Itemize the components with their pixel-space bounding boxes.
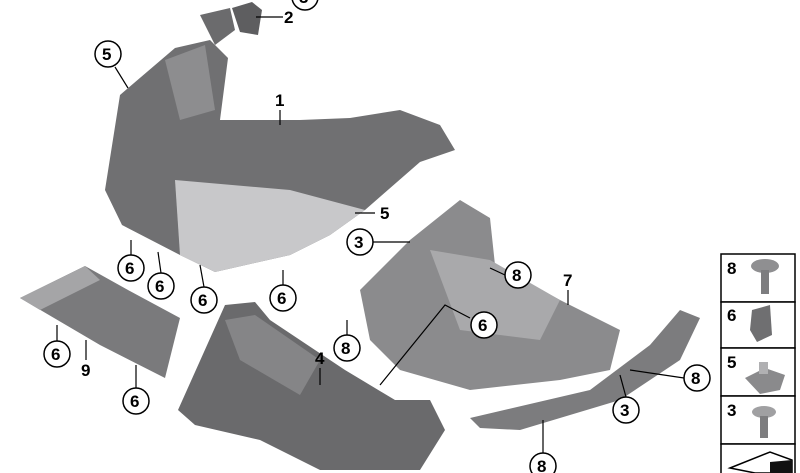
- svg-text:6: 6: [51, 345, 60, 364]
- screw-with-washer-icon: [751, 259, 779, 294]
- callout-6-c: 6: [190, 286, 218, 314]
- clip-nut-icon: [750, 305, 772, 342]
- svg-text:8: 8: [341, 339, 350, 358]
- callout-9: 9: [81, 361, 90, 380]
- callout-8-mid: 8: [504, 261, 532, 289]
- callout-3-right: 3: [612, 396, 640, 424]
- svg-text:6: 6: [277, 289, 286, 308]
- callout-5-left: 5: [94, 40, 122, 68]
- svg-text:5: 5: [102, 45, 111, 64]
- callout-6-e: 6: [43, 340, 71, 368]
- legend-box-6[interactable]: 6: [720, 301, 796, 349]
- legend-box-5[interactable]: 5: [720, 347, 796, 397]
- svg-text:3: 3: [727, 401, 736, 420]
- callout-6-g: 6: [470, 311, 498, 339]
- legend-box-3[interactable]: 3: [720, 395, 796, 445]
- callout-6-b: 6: [147, 272, 175, 300]
- svg-text:8: 8: [537, 457, 546, 473]
- svg-text:5: 5: [727, 353, 736, 372]
- callout-1: 1: [275, 91, 284, 110]
- callout-4: 4: [315, 349, 325, 368]
- svg-text:6: 6: [130, 392, 139, 411]
- svg-text:6: 6: [478, 316, 487, 335]
- part-9-panel[interactable]: [20, 266, 180, 378]
- leader-lines: [56, 16, 685, 453]
- legend-box-8[interactable]: 8: [720, 253, 796, 303]
- callout-5: 5: [380, 204, 389, 223]
- callout-7: 7: [563, 271, 572, 290]
- svg-text:8: 8: [727, 259, 736, 278]
- legend-box-symbol: [720, 443, 796, 473]
- svg-text:8: 8: [691, 369, 700, 388]
- svg-text:3: 3: [354, 233, 363, 252]
- callout-8-left: 8: [333, 334, 361, 362]
- svg-text:3: 3: [620, 401, 629, 420]
- part-4-duct[interactable]: [178, 302, 445, 470]
- callout-6-d: 6: [269, 284, 297, 312]
- cage-nut-icon: [745, 362, 785, 394]
- callout-3-mid: 3: [346, 228, 374, 256]
- callout-3-top: 3: [291, 0, 319, 11]
- part-8-strip[interactable]: [470, 310, 700, 430]
- callout-2: 2: [284, 8, 293, 27]
- svg-text:8: 8: [512, 266, 521, 285]
- svg-text:6: 6: [125, 259, 134, 278]
- callout-8-right: 8: [683, 364, 711, 392]
- svg-text:6: 6: [727, 306, 736, 325]
- callout-6-f: 6: [122, 387, 150, 415]
- part-7-trim[interactable]: [360, 200, 620, 390]
- torx-screw-icon: [752, 406, 776, 438]
- part-1-cover[interactable]: [105, 8, 455, 272]
- svg-text:6: 6: [155, 277, 164, 296]
- part-2-cap[interactable]: [232, 2, 262, 35]
- callout-8-bottom: 8: [529, 452, 557, 473]
- svg-text:6: 6: [198, 291, 207, 310]
- svg-text:3: 3: [299, 0, 308, 7]
- callout-6-a: 6: [117, 254, 145, 282]
- part-symbol-icon: [727, 451, 793, 473]
